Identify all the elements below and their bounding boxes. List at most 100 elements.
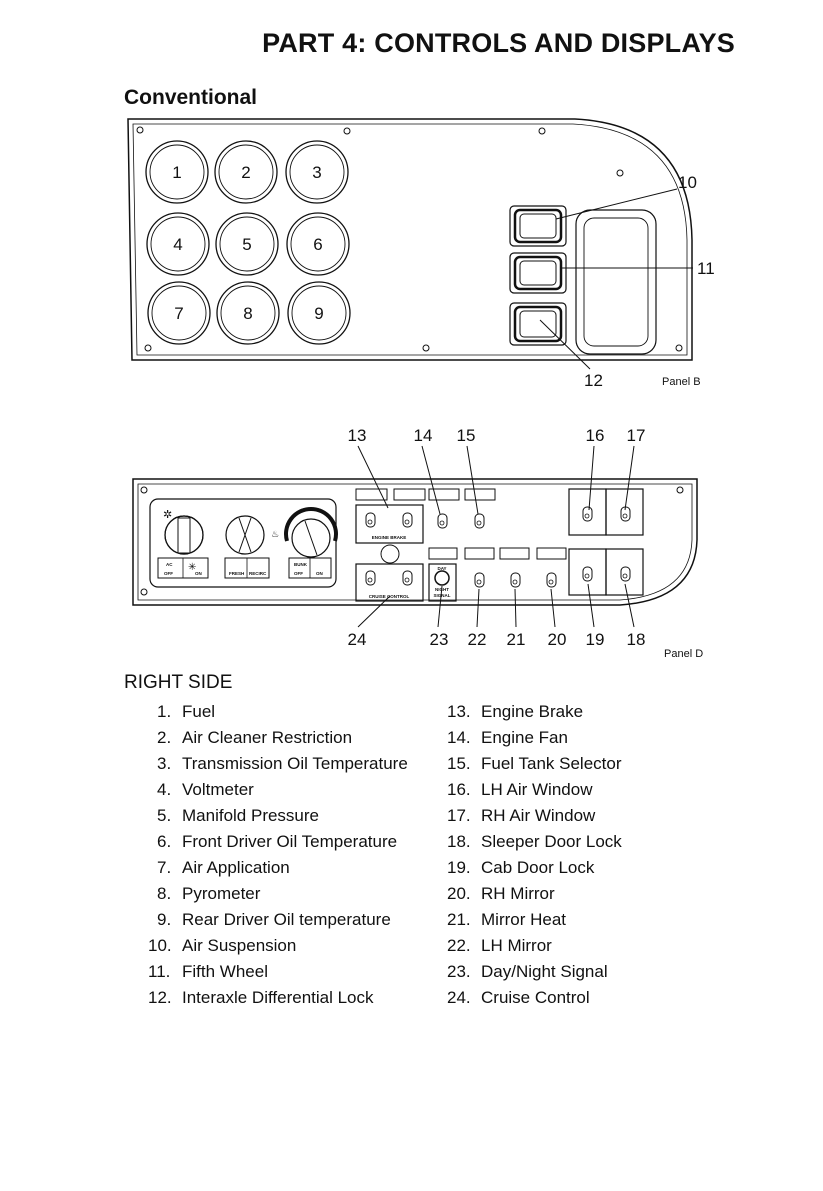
legend-item-label: Manifold Pressure bbox=[182, 806, 320, 825]
temperature-knob bbox=[284, 507, 338, 558]
legend-right-column: 13.Engine Brake 14. Engine Fan 15. Fuel Tank… bbox=[447, 699, 622, 1011]
hvac-control-module: ✲ ✳ ♨ bbox=[149, 498, 338, 588]
legend-item: 22. LH Mirror bbox=[447, 933, 622, 959]
legend-item-label: Air Suspension bbox=[182, 936, 297, 955]
legend-item: 8.Pyrometer bbox=[148, 881, 408, 907]
legend-item-label: Engine Brake bbox=[481, 702, 584, 721]
day-night-signal-switch bbox=[428, 547, 458, 602]
legend-item-label: Mirror Heat bbox=[481, 910, 567, 929]
gauge-9 bbox=[287, 281, 351, 345]
gauge-6 bbox=[286, 212, 350, 276]
callout-23: 23 bbox=[430, 630, 449, 649]
rocker-switch-12 bbox=[509, 302, 567, 346]
gauge-label-7: 7 bbox=[174, 304, 183, 323]
legend-item: 3.Transmission Oil Temperature bbox=[148, 751, 408, 777]
callout-22: 22 bbox=[468, 630, 487, 649]
gauge-1 bbox=[145, 140, 209, 204]
legend-item-number: 15. bbox=[447, 754, 471, 773]
legend-item-number: 23. bbox=[447, 962, 471, 981]
legend-item: 13.Engine Brake bbox=[447, 699, 622, 725]
gauge-label-3: 3 bbox=[312, 163, 321, 182]
legend-item-label: Cruise Control bbox=[481, 988, 590, 1007]
rocker-switch-11 bbox=[509, 252, 567, 294]
callout-17: 17 bbox=[627, 426, 646, 445]
gauge-label-5: 5 bbox=[242, 235, 251, 254]
legend-item: 16.LH Air Window bbox=[447, 777, 622, 803]
legend-item: 18.Sleeper Door Lock bbox=[447, 829, 622, 855]
signal-label: SIGNAL bbox=[433, 593, 450, 598]
legend-item-label: Engine Fan bbox=[481, 728, 568, 747]
legend-item-number: 22. bbox=[447, 936, 471, 955]
right-side-heading: RIGHT SIDE bbox=[124, 672, 233, 693]
legend-item-number: 12. bbox=[148, 988, 172, 1007]
gauge-4 bbox=[146, 212, 210, 276]
cruise-control-label: CRUISE CONTROL bbox=[369, 594, 410, 599]
legend-item-number: 2. bbox=[157, 728, 172, 747]
legend-item-label: Voltmeter bbox=[182, 780, 254, 799]
legend-item-label: Day/Night Signal bbox=[481, 962, 608, 981]
legend-item: 12. Interaxle Differential Lock bbox=[148, 985, 408, 1011]
legend-item-label: Pyrometer bbox=[182, 884, 261, 903]
engine-brake-switch-group bbox=[355, 488, 426, 564]
legend-item-number: 4. bbox=[157, 780, 172, 799]
legend-item-label: Interaxle Differential Lock bbox=[182, 988, 374, 1007]
legend-item-label: Fifth Wheel bbox=[182, 962, 268, 981]
legend-item-number: 24. bbox=[447, 988, 471, 1007]
legend-item: 2. Air Cleaner Restriction bbox=[148, 725, 408, 751]
air-mode-knob bbox=[225, 515, 265, 555]
hvac-label-ac: AC bbox=[166, 562, 173, 567]
gauge-8 bbox=[216, 281, 280, 345]
hvac-label-fresh: FRESH bbox=[229, 571, 244, 576]
legend-item-label: Fuel Tank Selector bbox=[481, 754, 622, 773]
svg-text:✳: ✳ bbox=[188, 562, 196, 573]
hvac-label-bunk: BUNK bbox=[294, 562, 308, 567]
legend-item-number: 17. bbox=[447, 806, 471, 825]
panel-b-labels: 1 2 3 4 5 6 7 8 9 10 11 12 Panel B bbox=[172, 163, 714, 390]
hvac-label-on-2: ON bbox=[316, 571, 323, 576]
gauge-label-8: 8 bbox=[243, 304, 252, 323]
legend-item: 20.RH Mirror bbox=[447, 881, 622, 907]
callout-13: 13 bbox=[348, 426, 367, 445]
legend-item-label: LH Air Window bbox=[481, 780, 593, 799]
day-label: DAY bbox=[437, 566, 446, 571]
gauge-2 bbox=[214, 140, 278, 204]
callout-21: 21 bbox=[507, 630, 526, 649]
legend-item-number: 6. bbox=[157, 832, 172, 851]
legend-item-number: 7. bbox=[157, 858, 172, 877]
legend-item-label: LH Mirror bbox=[481, 936, 552, 955]
panel-d-callouts: 13 14 15 16 17 24 23 22 21 20 19 18 Pane… bbox=[348, 426, 704, 660]
callout-19: 19 bbox=[586, 630, 605, 649]
legend-item-number: 19. bbox=[447, 858, 471, 877]
svg-text:♨: ♨ bbox=[271, 529, 279, 539]
hvac-label-on: ON bbox=[195, 571, 202, 576]
hvac-label-recirc: RECIRC bbox=[249, 571, 267, 576]
legend-item-number: 3. bbox=[157, 754, 172, 773]
gauge-label-9: 9 bbox=[314, 304, 323, 323]
legend-item-label: Rear Driver Oil temperature bbox=[182, 910, 391, 929]
gauge-5 bbox=[215, 212, 279, 276]
legend-item: 7.Air Application bbox=[148, 855, 408, 881]
rocker-switch-10 bbox=[509, 205, 567, 247]
panel-b bbox=[127, 118, 693, 370]
panel-d-caption: Panel D bbox=[664, 648, 703, 660]
panel-d: ✲ ✳ ♨ bbox=[132, 445, 698, 628]
legend-item-number: 11. bbox=[148, 962, 171, 981]
legend-item: 23. Day/Night Signal bbox=[447, 959, 622, 985]
page-title: PART 4: CONTROLS AND DISPLAYS bbox=[262, 28, 735, 58]
callout-16: 16 bbox=[586, 426, 605, 445]
legend-item: 4. Voltmeter bbox=[148, 777, 408, 803]
callout-12: 12 bbox=[584, 371, 603, 390]
panel-diagrams: 1 2 3 4 5 6 7 8 9 10 11 12 Panel B bbox=[127, 118, 715, 660]
legend-item-label: Front Driver Oil Temperature bbox=[182, 832, 398, 851]
legend-item: 5.Manifold Pressure bbox=[148, 803, 408, 829]
night-label: NIGHT bbox=[435, 587, 449, 592]
legend-item-number: 14. bbox=[447, 728, 471, 747]
gauge-3 bbox=[285, 140, 349, 204]
legend-item-label: Air Cleaner Restriction bbox=[182, 728, 353, 747]
legend-item: 10.Air Suspension bbox=[148, 933, 408, 959]
legend-item-label: Cab Door Lock bbox=[481, 858, 595, 877]
callout-14: 14 bbox=[414, 426, 433, 445]
panel-d-tiny-labels: AC OFF ON FRESH RECIRC BUNK OFF ON ENGIN… bbox=[164, 535, 451, 599]
hvac-label-off: OFF bbox=[164, 571, 173, 576]
legend-item: 21.Mirror Heat bbox=[447, 907, 622, 933]
